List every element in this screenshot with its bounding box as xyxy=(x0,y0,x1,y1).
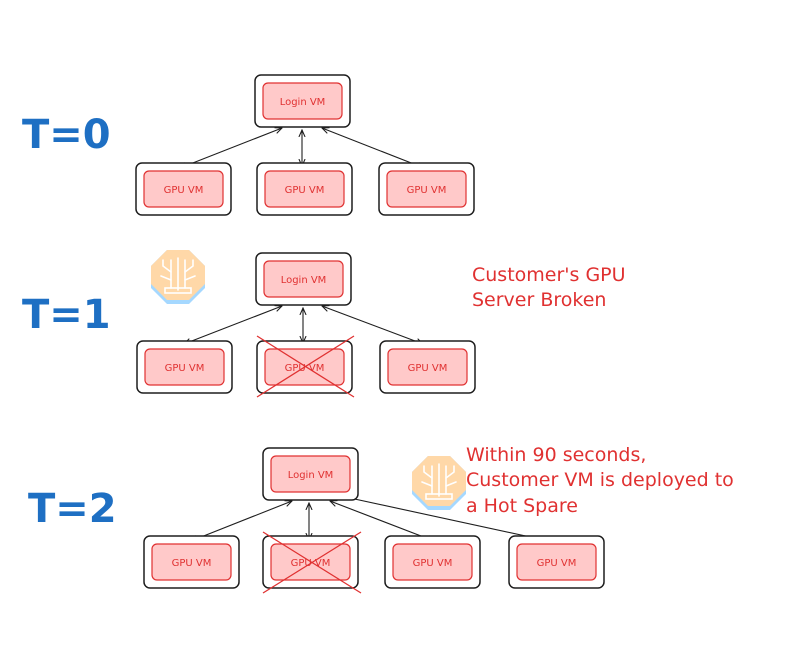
note-line: Server Broken xyxy=(472,289,606,311)
login-vm-t1[interactable]: Login VM xyxy=(255,252,352,306)
arrows-t0 xyxy=(180,128,424,168)
gpu-vm-label: GPU VM xyxy=(407,185,447,196)
note-line: Customer's GPU xyxy=(472,264,626,286)
gpu-vm-t0-2[interactable]: GPU VM xyxy=(256,162,353,216)
login-vm-t2[interactable]: Login VM xyxy=(262,447,359,501)
gpu-vm-t2-2-broken[interactable]: GPU VM xyxy=(262,531,362,594)
note-line: Within 90 seconds, xyxy=(466,444,646,466)
gpu-vm-label: GPU VM xyxy=(285,363,325,374)
stage-t2: T=2 Login VM GPU VM GPU VM xyxy=(28,444,734,594)
gpu-vm-t1-1[interactable]: GPU VM xyxy=(136,340,233,394)
gpu-vm-label: GPU VM xyxy=(172,558,212,569)
note-line: Customer VM is deployed to xyxy=(466,469,734,491)
stage-t0: T=0 Login VM GPU VM GPU VM GPU VM xyxy=(22,74,475,216)
gpu-vm-t0-1[interactable]: GPU VM xyxy=(135,162,232,216)
gpu-vm-t2-1[interactable]: GPU VM xyxy=(143,535,240,589)
note-t2: Within 90 seconds, Customer VM is deploy… xyxy=(466,444,734,517)
login-vm-t0[interactable]: Login VM xyxy=(254,74,351,128)
stage-label-t0: T=0 xyxy=(22,112,111,158)
gpu-vm-label: GPU VM xyxy=(537,558,577,569)
gpu-vm-label: GPU VM xyxy=(165,363,205,374)
gpu-vm-t1-3[interactable]: GPU VM xyxy=(379,340,476,394)
stage-t1: T=1 Login VM GPU VM GPU VM xyxy=(22,249,626,398)
gpu-vm-label: GPU VM xyxy=(413,558,453,569)
gpu-chip-icon xyxy=(150,249,206,305)
login-vm-label: Login VM xyxy=(280,97,326,108)
gpu-vm-label: GPU VM xyxy=(408,363,448,374)
arrows-t1 xyxy=(184,306,423,344)
broken-cross-icon xyxy=(256,335,355,398)
note-t1: Customer's GPU Server Broken xyxy=(472,264,626,311)
gpu-chip-icon xyxy=(411,455,467,511)
gpu-vm-label: GPU VM xyxy=(164,185,204,196)
note-line: a Hot Spare xyxy=(466,495,578,517)
gpu-vm-t1-2-broken[interactable]: GPU VM xyxy=(256,335,355,398)
login-vm-label: Login VM xyxy=(288,470,334,481)
gpu-vm-label: GPU VM xyxy=(285,185,325,196)
login-vm-label: Login VM xyxy=(281,275,327,286)
stage-label-t1: T=1 xyxy=(22,292,111,338)
broken-cross-icon xyxy=(262,531,362,594)
gpu-vm-t0-3[interactable]: GPU VM xyxy=(378,162,475,216)
stage-label-t2: T=2 xyxy=(28,486,117,532)
gpu-vm-t2-3[interactable]: GPU VM xyxy=(384,535,481,589)
gpu-vm-t2-4-hot-spare[interactable]: GPU VM xyxy=(508,535,605,589)
